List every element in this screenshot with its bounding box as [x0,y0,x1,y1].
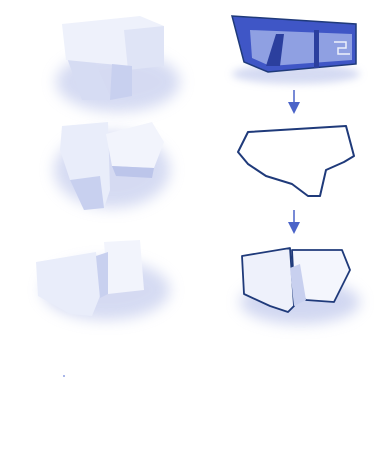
model-1-side [124,26,164,70]
model-3-block [104,240,144,294]
outline-shape-path [238,126,354,196]
model-2 [54,122,170,210]
outline-shape [238,126,354,196]
section-view-column [314,30,319,68]
model-3-body [36,252,100,316]
model-1-lower [110,64,132,100]
speck [63,375,65,377]
model-2-block [106,122,164,168]
section-view-interior [250,30,352,66]
outlined-model [240,248,360,324]
model-3 [36,240,170,320]
model-1 [56,16,180,112]
section-view [232,16,360,84]
